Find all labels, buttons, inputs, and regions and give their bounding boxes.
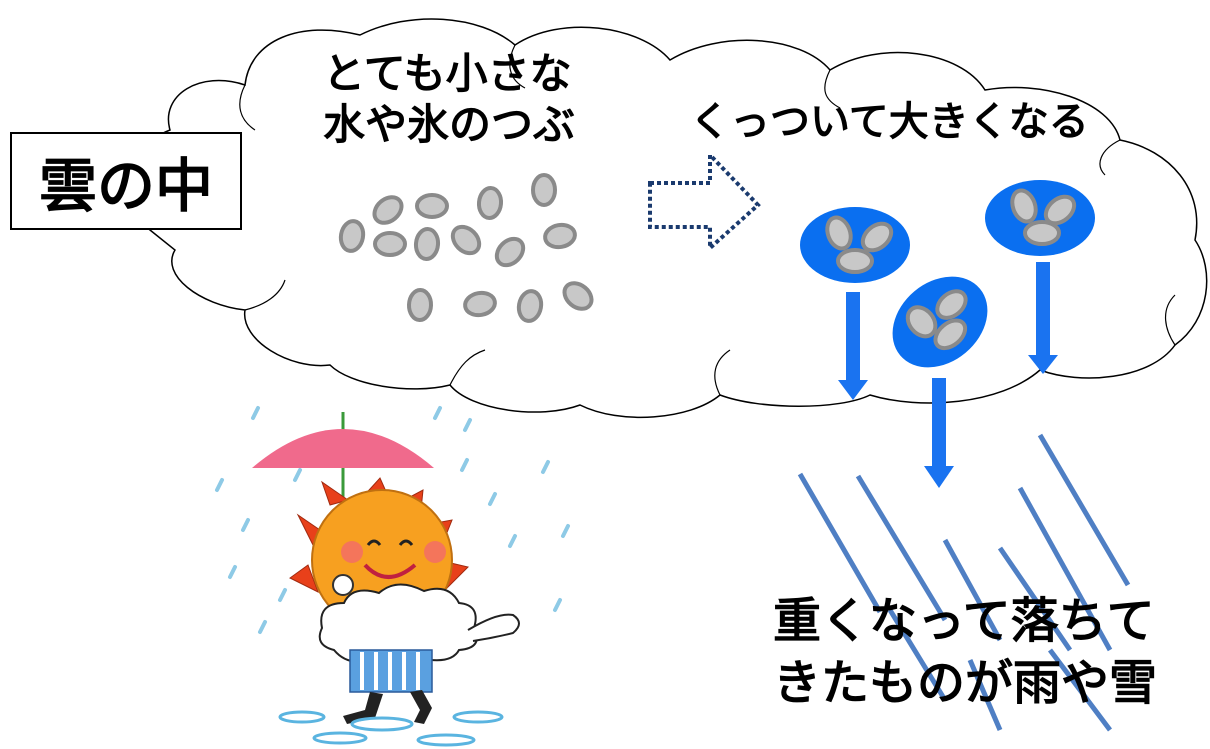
tiny-caption-line2: 水や氷のつぶ: [323, 100, 576, 150]
tiny-caption-line1: とても小さな: [323, 49, 572, 98]
down-arrow-icon: [1028, 262, 1058, 374]
rain-streaks: [797, 433, 1131, 732]
particle: [475, 185, 505, 221]
merged-droplet-2: [985, 180, 1095, 256]
rain-streak: [1017, 486, 1113, 652]
rain-streak: [967, 659, 1003, 731]
down-arrow-icon: [838, 292, 868, 400]
merged-droplet-3: [892, 276, 988, 368]
fall-caption-line2: きたものが雨や雪: [773, 655, 1158, 712]
rain-streak: [942, 538, 1003, 642]
down-arrow-icon: [924, 378, 954, 488]
fall-caption-line1: 重くなって落ちて: [773, 593, 1155, 649]
rain-streak: [887, 608, 948, 702]
merged-droplet-1: [800, 207, 910, 283]
rain-streak: [855, 474, 948, 622]
rain-streak: [797, 472, 883, 614]
rain-streak: [997, 546, 1073, 652]
dotted-right-arrow-icon: [648, 150, 761, 253]
particle: [373, 231, 407, 257]
tiny-particles-caption: とても小さな 水や氷のつぶ: [323, 48, 575, 150]
particle: [408, 290, 431, 321]
fall-caption: 重くなって落ちて きたものが雨や雪: [773, 590, 1157, 715]
rain-streak: [1048, 648, 1112, 732]
sun-mascot-with-umbrella-icon: [252, 412, 520, 747]
cloud-inner-curves: [239, 44, 1176, 396]
rain-streak: [1037, 433, 1131, 587]
particle: [415, 193, 449, 219]
inside-cloud-label: 雲の中: [10, 132, 242, 230]
particle: [531, 173, 557, 207]
light-raindrops: [215, 406, 570, 634]
particle: [412, 226, 442, 262]
stick-together-caption: くっついて大きくなる: [690, 99, 1089, 145]
